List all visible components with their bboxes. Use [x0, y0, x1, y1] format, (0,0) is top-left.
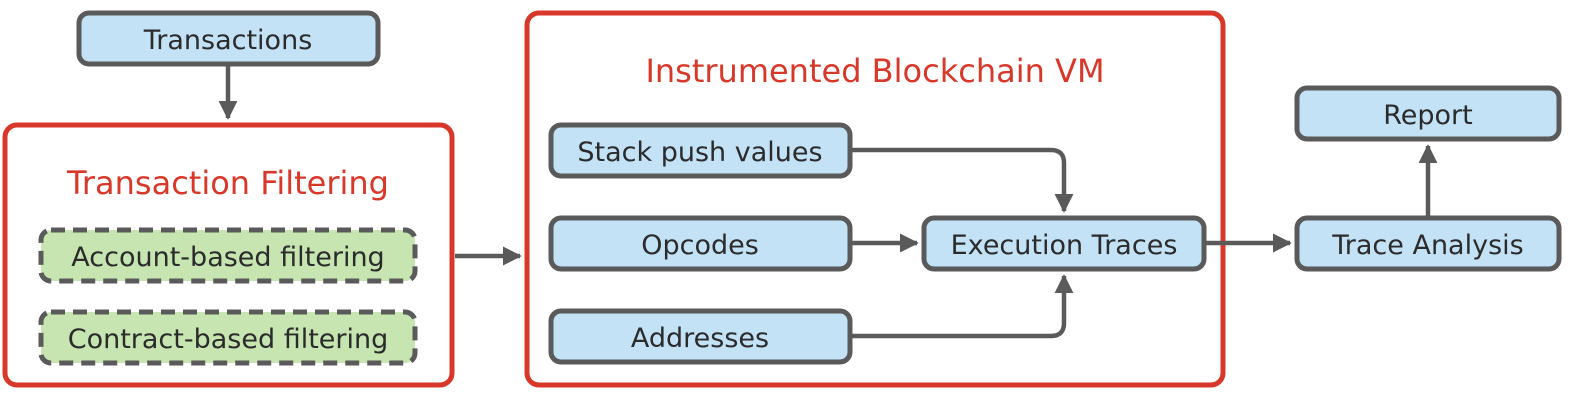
- connectors: [218, 66, 1438, 339]
- trace-analysis-node: Trace Analysis: [1294, 215, 1562, 272]
- blockchain-vm-border: [524, 10, 1226, 388]
- blockchain-vm-title: Instrumented Blockchain VM: [645, 52, 1104, 90]
- transactions-node: Transactions: [76, 10, 381, 67]
- account-based-filtering-label: Account-based filtering: [71, 242, 384, 273]
- report-node: Report: [1294, 85, 1562, 142]
- execution-traces-node: Execution Traces: [921, 215, 1207, 272]
- opcodes-node: Opcodes: [548, 215, 853, 272]
- addresses-node: Addresses: [548, 308, 853, 365]
- arrow-stack-push-to-traces: [852, 147, 1074, 213]
- opcodes-label: Opcodes: [641, 230, 759, 261]
- contract-based-filtering-label: Contract-based filtering: [68, 324, 389, 355]
- transactions-label: Transactions: [143, 25, 313, 56]
- blockchain-vm-group: Instrumented Blockchain VM: [524, 10, 1226, 388]
- addresses-label: Addresses: [631, 323, 769, 354]
- stack-push-values-node: Stack push values: [548, 122, 853, 179]
- stack-push-values-label: Stack push values: [577, 137, 822, 168]
- report-label: Report: [1383, 100, 1473, 131]
- transaction-filtering-title: Transaction Filtering: [66, 164, 389, 202]
- transaction-filtering-border: [2, 122, 455, 388]
- execution-traces-label: Execution Traces: [951, 230, 1178, 261]
- arrow-addresses-to-traces: [852, 274, 1074, 339]
- account-based-filtering-box: Account-based filtering: [38, 227, 418, 284]
- trace-analysis-label: Trace Analysis: [1331, 230, 1523, 261]
- transaction-filtering-group: Transaction Filtering Account-based filt…: [2, 122, 455, 388]
- contract-based-filtering-box: Contract-based filtering: [38, 309, 418, 366]
